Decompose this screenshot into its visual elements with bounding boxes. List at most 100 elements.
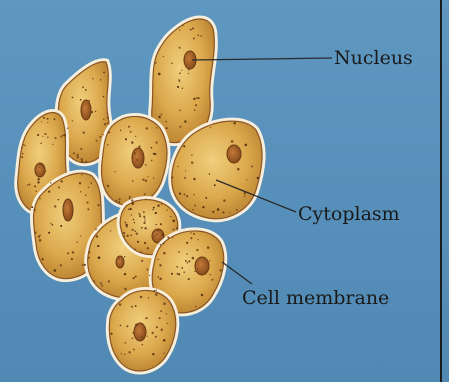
granule-dot <box>157 229 160 232</box>
granule-dot <box>54 118 56 120</box>
granule-dot <box>186 253 187 254</box>
granule-dot <box>141 336 144 339</box>
granule-dot <box>173 229 175 231</box>
granule-dot <box>34 185 36 187</box>
granule-dot <box>97 245 99 247</box>
granule-dot <box>99 136 101 138</box>
granule-dot <box>182 25 184 27</box>
granule-dot <box>39 163 41 165</box>
cell <box>102 116 167 205</box>
granule-dot <box>165 121 166 122</box>
granule-dot <box>134 152 136 154</box>
granule-dot <box>42 136 43 137</box>
granule-dot <box>166 127 168 129</box>
granule-dot <box>194 109 196 111</box>
granule-dot <box>220 269 222 271</box>
granule-dot <box>106 122 108 124</box>
granule-dot <box>148 297 149 298</box>
granule-dot <box>177 86 179 88</box>
granule-dot <box>132 202 134 204</box>
granule-dot <box>192 27 194 29</box>
granule-dot <box>39 167 40 168</box>
granule-dot <box>210 127 211 128</box>
granule-dot <box>124 354 125 355</box>
granule-dot <box>119 198 121 200</box>
granule-dot <box>142 178 144 180</box>
granule-dot <box>161 328 163 330</box>
granule-dot <box>154 235 155 236</box>
granule-dot <box>130 235 132 237</box>
granule-dot <box>149 275 150 276</box>
granule-dot <box>192 209 193 210</box>
granule-dot <box>147 176 148 177</box>
granule-dot <box>131 306 133 308</box>
granule-dot <box>170 216 171 217</box>
granule-dot <box>186 242 188 244</box>
granule-dot <box>116 200 118 202</box>
granule-dot <box>133 219 135 221</box>
granule-dot <box>251 166 253 168</box>
granule-dot <box>83 132 85 134</box>
granule-dot <box>100 282 102 284</box>
granule-dot <box>45 171 47 173</box>
granule-dot <box>193 38 195 40</box>
granule-dot <box>110 230 111 231</box>
granule-dot <box>120 130 121 131</box>
granule-dot <box>152 209 153 210</box>
granule-dot <box>159 264 161 266</box>
nucleus <box>227 145 241 163</box>
granule-dot <box>60 225 62 227</box>
granule-dot <box>177 166 178 167</box>
granule-dot <box>22 153 24 155</box>
granule-dot <box>58 199 60 201</box>
granule-dot <box>50 223 51 224</box>
granule-dot <box>188 73 189 74</box>
granule-dot <box>158 116 160 118</box>
granule-dot <box>111 333 113 335</box>
granule-dot <box>245 144 248 147</box>
nucleus <box>81 100 91 120</box>
granule-dot <box>195 104 197 106</box>
granule-dot <box>114 171 115 172</box>
granule-dot <box>73 152 75 154</box>
granule-dot <box>192 257 195 260</box>
granule-dot <box>183 271 185 273</box>
granule-dot <box>119 303 121 305</box>
granule-dot <box>91 182 92 183</box>
granule-dot <box>132 229 134 231</box>
granule-dot <box>135 276 137 278</box>
granule-dot <box>151 332 153 334</box>
granule-dot <box>55 137 57 139</box>
granule-dot <box>184 120 186 122</box>
granule-dot <box>129 196 131 198</box>
granule-dot <box>48 232 50 234</box>
granule-dot <box>81 174 82 175</box>
granule-dot <box>40 143 42 145</box>
granule-dot <box>60 136 62 138</box>
granule-dot <box>190 237 192 239</box>
granule-dot <box>124 222 126 224</box>
granule-dot <box>244 195 246 197</box>
granule-dot <box>84 264 86 266</box>
granule-dot <box>139 215 141 217</box>
granule-dot <box>72 120 73 121</box>
granule-dot <box>135 305 137 307</box>
granule-dot <box>85 89 87 91</box>
granule-dot <box>86 118 87 119</box>
granule-dot <box>103 96 105 98</box>
granule-dot <box>106 113 107 114</box>
granule-dot <box>71 258 73 260</box>
granule-dot <box>125 138 127 140</box>
granule-dot <box>184 194 186 196</box>
granule-dot <box>135 324 137 326</box>
granule-dot <box>144 218 145 219</box>
granule-dot <box>34 232 36 234</box>
granule-dot <box>152 353 154 355</box>
granule-dot <box>154 153 156 155</box>
granule-dot <box>88 187 89 188</box>
granule-dot <box>121 353 122 354</box>
granule-dot <box>183 145 185 147</box>
granule-dot <box>80 99 82 101</box>
granule-dot <box>136 233 138 235</box>
granule-dot <box>181 70 182 71</box>
